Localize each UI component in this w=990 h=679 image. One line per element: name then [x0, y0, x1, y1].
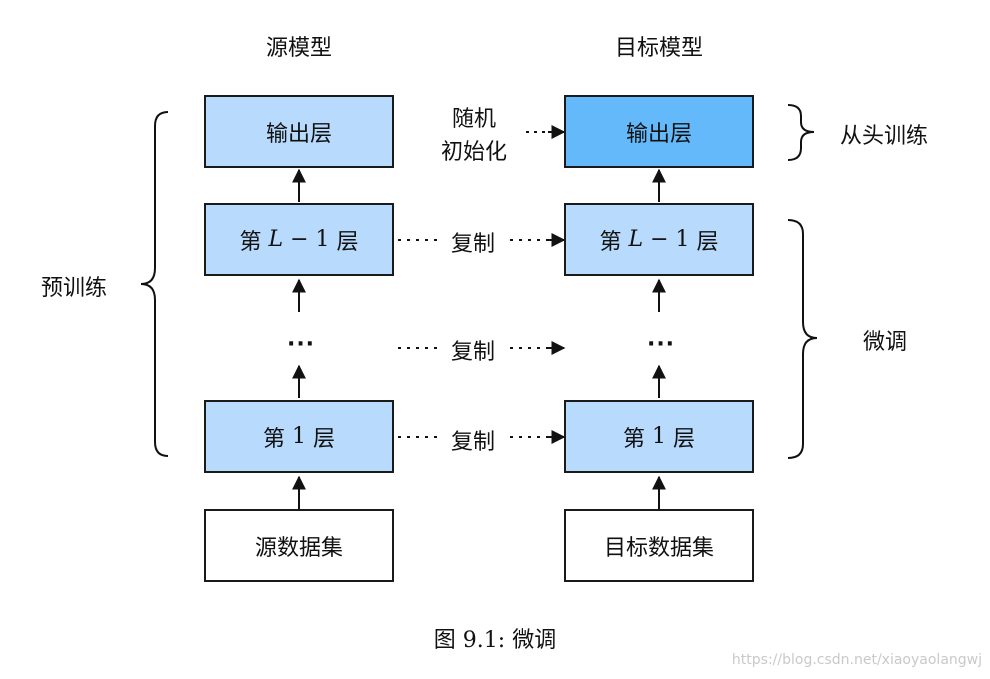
brace-train-from-scratch: [787, 104, 815, 161]
source-dataset-label: 源数据集: [254, 535, 343, 561]
source-model-title: 源模型: [265, 36, 333, 61]
pretrain-label: 预训练: [41, 276, 108, 301]
train-from-scratch-label: 从头训练: [840, 124, 929, 149]
caption-text: 微调: [512, 628, 557, 653]
copy-label-l1: 复制: [451, 430, 496, 455]
source-ellipsis: ···: [286, 332, 316, 357]
caption-prefix: 图: [433, 628, 456, 653]
target-output-layer-label: 输出层: [625, 121, 692, 147]
source-output-layer: 输出层: [204, 95, 394, 168]
target-dataset-label: 目标数据集: [603, 535, 714, 561]
target-layer-L-minus-1: 第 L − 1 层: [564, 203, 754, 276]
source-dataset: 源数据集: [204, 509, 394, 582]
source-layer-L-minus-1: 第 L − 1 层: [204, 203, 394, 276]
random-init-label-line2: 初始化: [441, 140, 508, 165]
copy-label-ellipsis: 复制: [451, 340, 496, 365]
watermark: https://blog.csdn.net/xiaoyaolangwj: [731, 652, 982, 668]
figure-caption: 图 9.1: 微调: [0, 622, 990, 654]
target-model-title: 目标模型: [614, 36, 704, 61]
target-layer-1: 第 1 层: [564, 400, 754, 473]
target-output-layer: 输出层: [564, 95, 754, 168]
finetune-label: 微调: [863, 330, 908, 355]
random-init-label-line1: 随机: [452, 107, 497, 132]
target-ellipsis: ···: [646, 332, 676, 357]
brace-finetune: [787, 219, 818, 459]
caption-number: 9.1:: [462, 628, 506, 653]
source-layer-1: 第 1 层: [204, 400, 394, 473]
source-output-layer-label: 输出层: [265, 121, 332, 147]
copy-label-lm1: 复制: [451, 232, 496, 257]
target-dataset: 目标数据集: [564, 509, 754, 582]
brace-pretrain: [140, 111, 169, 457]
